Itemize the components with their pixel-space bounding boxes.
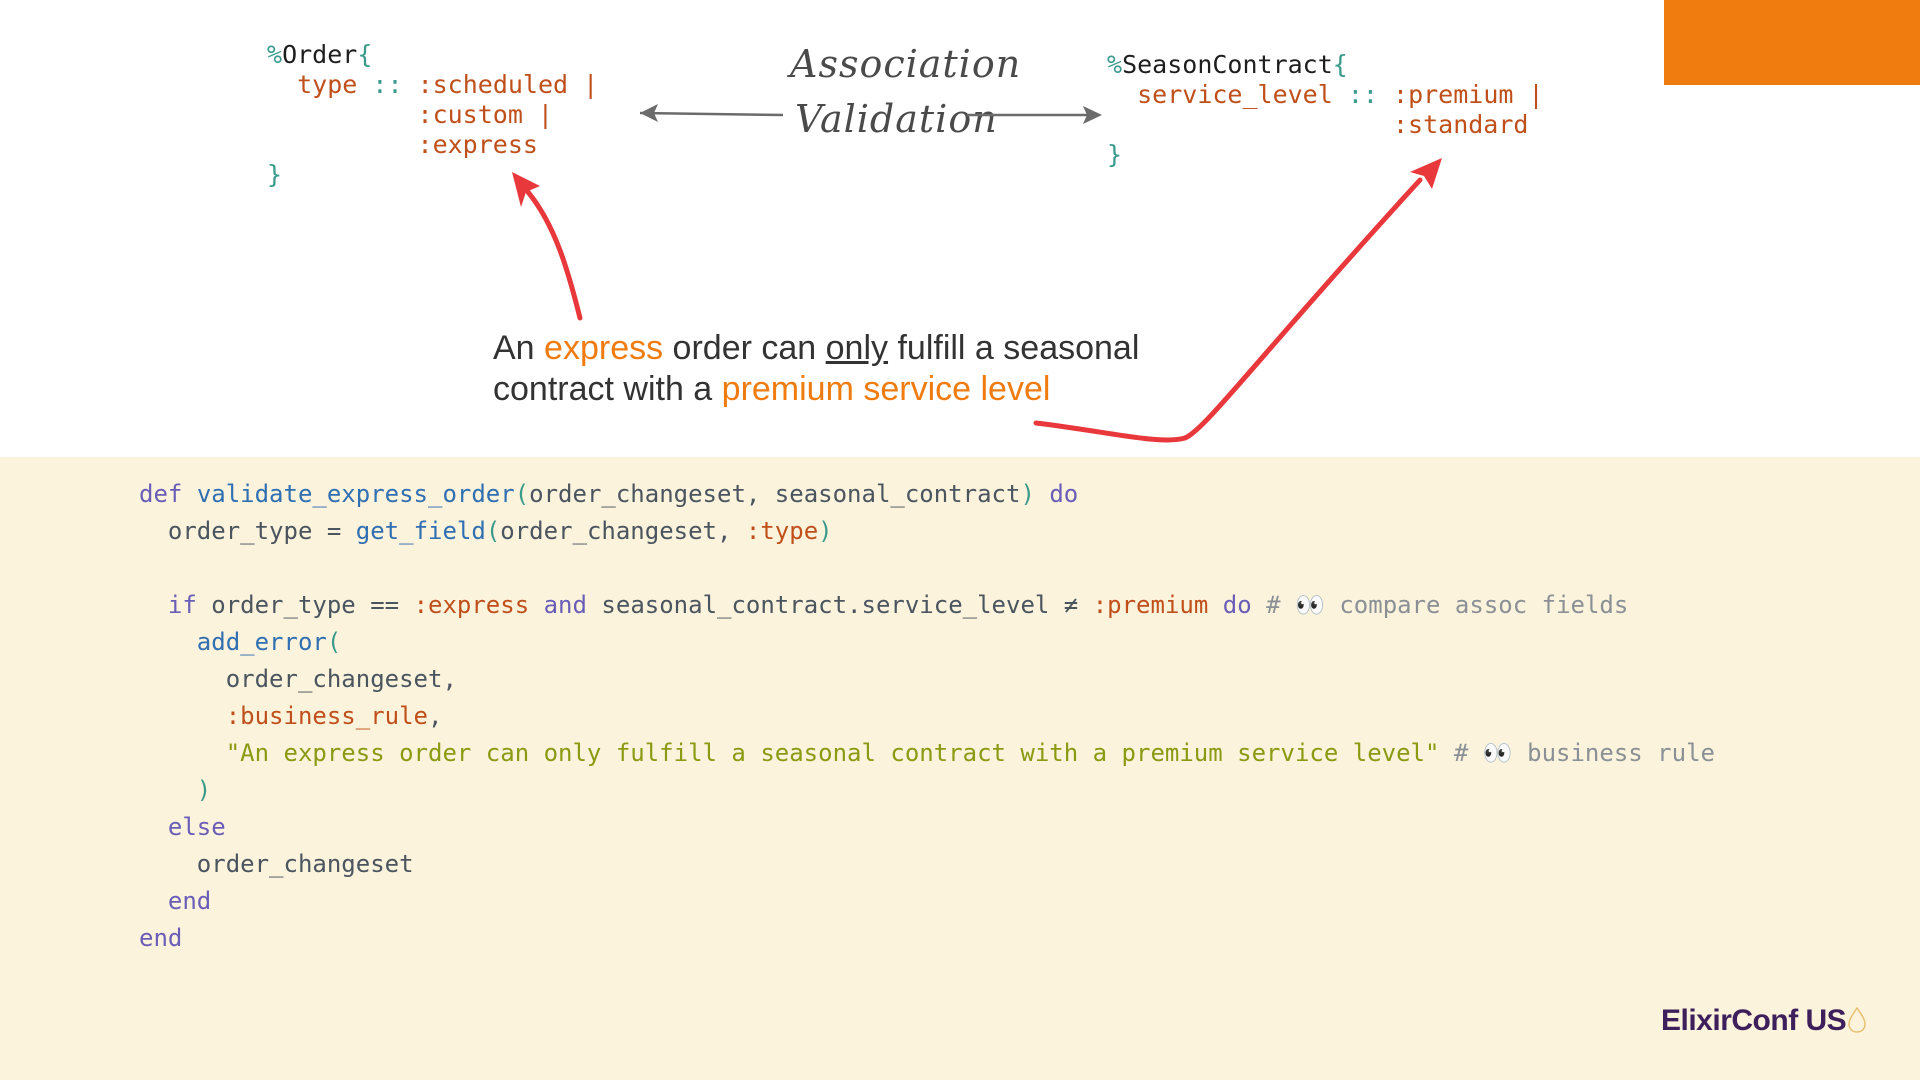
struct-close: } <box>267 160 283 189</box>
type-separator: :: <box>372 70 403 99</box>
type-separator: :: <box>1347 80 1378 109</box>
keyword-def: def <box>139 480 183 508</box>
elixir-code: def validate_express_order(order_changes… <box>139 480 1715 952</box>
struct-field: type <box>297 70 358 99</box>
gray-arrow-left <box>639 104 784 122</box>
highlight-premium-service-level: premium service level <box>721 370 1051 408</box>
highlight-express: express <box>544 329 664 367</box>
keyword-if: if <box>167 591 197 619</box>
type-value: :scheduled | <box>417 70 599 99</box>
validation-label: Validation <box>795 97 998 141</box>
type-value: :custom | <box>417 100 553 129</box>
elixirconf-logo: ElixirConf US <box>1661 1004 1866 1038</box>
struct-prefix: % <box>267 40 283 69</box>
comment-business-rule: # 👀 business rule <box>1453 739 1715 767</box>
business-rule-callout: An express order can only fulfill a seas… <box>493 328 1139 410</box>
error-message-string: "An express order can only fulfill a sea… <box>225 739 1440 767</box>
struct-open: { <box>1332 50 1348 79</box>
callout-line-2: contract with a premium service level <box>493 370 1051 408</box>
struct-name: Order <box>282 40 358 69</box>
type-value: :express <box>417 130 538 159</box>
code-panel <box>0 457 1920 1080</box>
struct-close: } <box>1107 140 1123 169</box>
keyword-end: end <box>167 887 212 915</box>
order-struct: %Order{ type :: :scheduled | :custom | :… <box>267 40 598 190</box>
orange-corner-accent <box>1664 0 1920 85</box>
service-level-value: :premium | <box>1393 80 1544 109</box>
red-arrow-to-express <box>512 172 583 321</box>
call-get-field: get_field <box>355 517 486 545</box>
function-args: order_changeset, seasonal_contract <box>529 480 1021 508</box>
comment-compare-assoc-fields: # 👀 compare assoc fields <box>1266 591 1629 619</box>
season-contract-struct: %SeasonContract{ service_level :: :premi… <box>1107 50 1544 170</box>
association-label: Association <box>790 42 1022 86</box>
struct-field: service_level <box>1137 80 1333 109</box>
struct-prefix: % <box>1107 50 1123 79</box>
callout-line-1: An express order can only fulfill a seas… <box>493 329 1140 367</box>
call-add-error: add_error <box>196 628 327 656</box>
function-name: validate_express_order <box>196 480 515 508</box>
service-level-value: :standard <box>1392 110 1529 139</box>
struct-open: { <box>357 40 373 69</box>
keyword-end: end <box>139 924 183 952</box>
keyword-do: do <box>1049 480 1079 508</box>
underline-only: only <box>825 329 889 367</box>
elixir-drop-icon <box>1848 1007 1866 1033</box>
keyword-and: and <box>543 591 587 619</box>
keyword-else: else <box>167 813 226 841</box>
struct-name: SeasonContract <box>1122 50 1333 79</box>
